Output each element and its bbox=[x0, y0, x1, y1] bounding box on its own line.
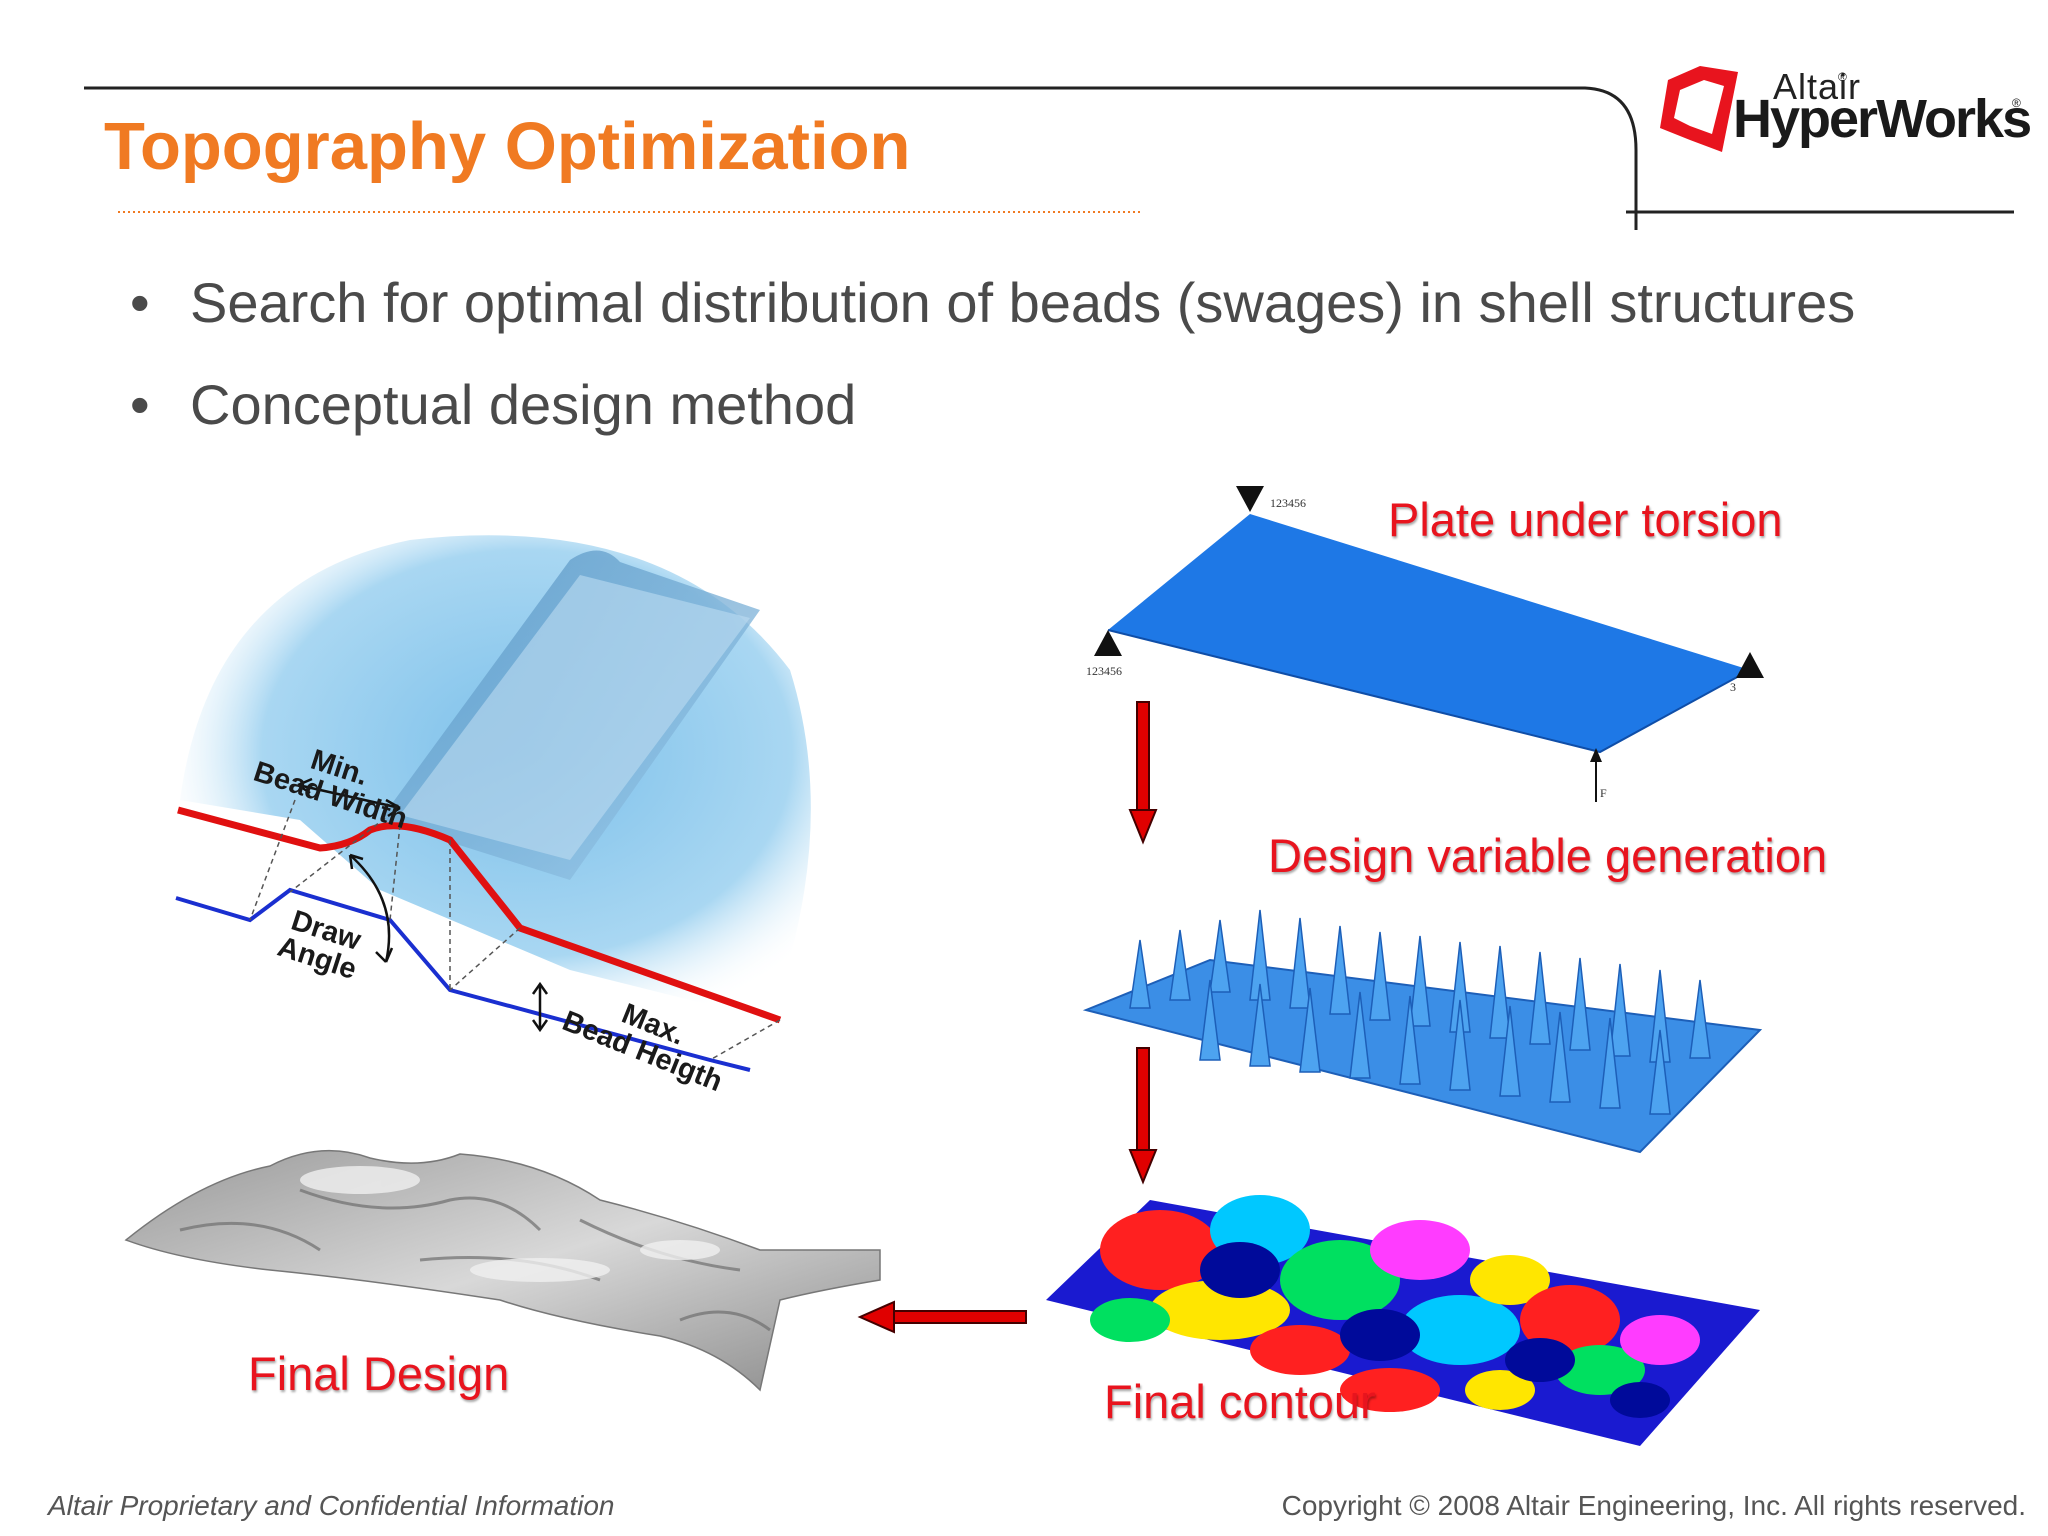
logo-registered-mark: ® bbox=[1838, 70, 1847, 84]
support-right-icon bbox=[1736, 652, 1764, 678]
final-contour-label: Final contour bbox=[1104, 1375, 1376, 1428]
header-lines bbox=[84, 66, 2014, 230]
logo-registered-mark-2: ® bbox=[2012, 96, 2021, 110]
footer-confidential: Altair Proprietary and Confidential Info… bbox=[48, 1490, 615, 1521]
header-rule bbox=[84, 86, 1638, 230]
construction-lines bbox=[249, 799, 781, 1061]
bullet-symbol: • bbox=[130, 373, 150, 436]
final-design-image bbox=[124, 1149, 881, 1392]
down-arrow-2-icon bbox=[1128, 1047, 1158, 1185]
contour-patches bbox=[1090, 1195, 1700, 1412]
altair-logo-icon bbox=[1660, 66, 1738, 152]
bead-spikes bbox=[1129, 909, 1711, 1115]
bullet-item-2: • Conceptual design method bbox=[130, 372, 856, 437]
support-top-icon bbox=[1236, 486, 1264, 512]
bead-grid-base bbox=[1082, 958, 1763, 1154]
bead-diagram-image bbox=[175, 535, 811, 1072]
design-variable-generation-label: Design variable generation bbox=[1268, 829, 1828, 882]
design-variable-image bbox=[1082, 909, 1763, 1154]
contour-dark-regions bbox=[1200, 1242, 1670, 1418]
force-arrow-icon bbox=[1590, 748, 1602, 762]
final-design-highlights bbox=[300, 1166, 720, 1282]
bead-ridge-highlight bbox=[400, 575, 750, 860]
logo-altair-text: Altair bbox=[1773, 66, 1862, 107]
bullet-text-2: Conceptual design method bbox=[190, 373, 857, 436]
logo-hyperworks-text: HyperWorks bbox=[1733, 89, 2032, 149]
plate-surface bbox=[1108, 514, 1750, 752]
left-arrow-icon bbox=[857, 1300, 1027, 1334]
bullet-item-1: • Search for optimal distribution of bead… bbox=[130, 270, 1855, 335]
constraint-top-label: 123456 bbox=[1270, 496, 1306, 510]
down-arrow-1-icon bbox=[1128, 701, 1158, 845]
force-label: F bbox=[1600, 786, 1607, 800]
constraint-right-label: 3 bbox=[1730, 680, 1736, 694]
bullet-text-1: Search for optimal distribution of beads… bbox=[190, 271, 1856, 334]
constraint-left-label: 123456 bbox=[1086, 664, 1122, 678]
support-left-icon bbox=[1094, 630, 1122, 656]
plate-under-torsion-image bbox=[1094, 486, 1764, 802]
plate-under-torsion-label: Plate under torsion bbox=[1388, 493, 1783, 546]
final-contour-image bbox=[1046, 1195, 1760, 1446]
slide-title: Topography Optimization bbox=[104, 109, 911, 184]
dimension-arrows bbox=[297, 777, 549, 1033]
top-surface-line bbox=[177, 806, 782, 1024]
final-design-label: Final Design bbox=[248, 1347, 510, 1400]
bullet-symbol: • bbox=[130, 271, 150, 334]
footer-copyright: Copyright © 2008 Altair Engineering, Inc… bbox=[1281, 1490, 2026, 1521]
